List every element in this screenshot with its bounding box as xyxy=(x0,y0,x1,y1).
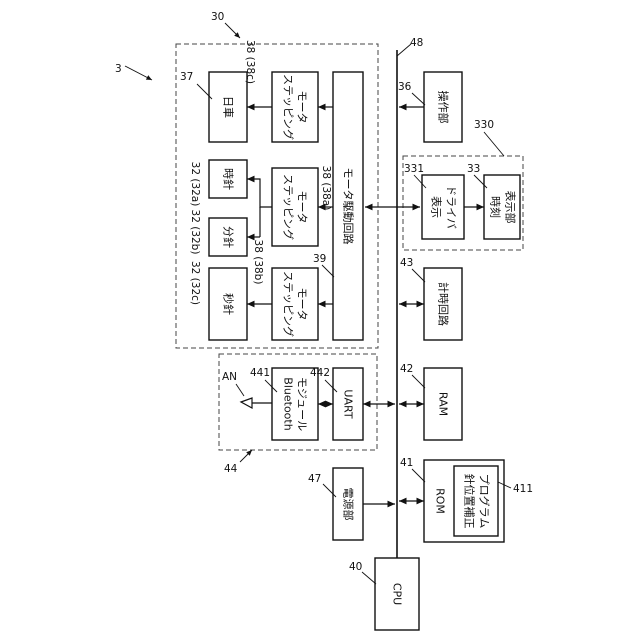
time-display-label2: 表示部 xyxy=(504,191,518,224)
stepper-b-ref: 38 (38b) xyxy=(252,240,264,285)
display-unit-lead xyxy=(484,132,504,156)
cpu-lead xyxy=(362,572,376,584)
cpu-ref: 40 xyxy=(349,561,362,573)
comm-unit-ref: 44 xyxy=(224,463,238,475)
program-label1: 針位置補正 xyxy=(463,474,477,529)
minute-hand-label: 分針 xyxy=(222,226,236,248)
ram-lead xyxy=(412,375,425,388)
program-ref: 411 xyxy=(513,483,533,495)
stepper-b-label2: モータ xyxy=(296,288,309,321)
stepper-c-ref: 38 (38c) xyxy=(244,40,256,84)
cpu-label: CPU xyxy=(391,583,404,605)
hour-hand-ref: 32 (32a) xyxy=(189,162,201,207)
program-label2: プログラム xyxy=(478,474,492,529)
motor-driver-lead xyxy=(322,265,334,277)
date-wheel-label: 日車 xyxy=(222,96,236,118)
motor-driver-ref: 39 xyxy=(313,253,326,265)
stepper-b-label1: ステッピング xyxy=(282,271,296,337)
watch-unit-arrow xyxy=(225,23,240,38)
wire-stepper-a-to-hour xyxy=(247,179,272,207)
rom-lead xyxy=(412,469,425,482)
bluetooth-ref: 441 xyxy=(250,367,270,379)
display-driver-label2: ドライバ xyxy=(445,185,458,229)
operation-lead xyxy=(412,93,425,105)
stepper-a-ref: 38 (38a) xyxy=(320,166,332,211)
second-hand-ref: 32 (32c) xyxy=(189,261,201,305)
stepper-c-label1: ステッピング xyxy=(282,74,296,140)
system-ref-arrow xyxy=(125,66,152,80)
operation-label: 操作部 xyxy=(437,91,451,124)
second-hand-label: 秒針 xyxy=(222,293,236,315)
watch-unit-ref: 30 xyxy=(211,11,224,23)
timer-ref: 43 xyxy=(400,257,413,269)
antenna-lead xyxy=(236,384,244,396)
hour-hand-label: 時針 xyxy=(222,168,236,190)
ram-ref: 42 xyxy=(400,363,413,375)
ram-label: RAM xyxy=(437,392,450,416)
bluetooth-label2: モジュール xyxy=(296,377,309,431)
system-ref: 3 xyxy=(115,63,122,75)
bluetooth-label1: Bluetooth xyxy=(282,377,295,430)
rom-ref: 41 xyxy=(400,457,413,469)
time-display-ref: 33 xyxy=(467,163,480,175)
comm-unit-arrow xyxy=(240,450,252,462)
rom-label: ROM xyxy=(434,488,447,514)
stepper-c-label2: モータ xyxy=(296,91,309,124)
power-label: 電源部 xyxy=(342,488,356,521)
minute-hand-ref: 32 (32b) xyxy=(189,210,201,255)
timer-lead xyxy=(412,269,425,282)
bus-ref-lead xyxy=(397,44,411,56)
stepper-a-label1: ステッピング xyxy=(282,174,296,240)
antenna-label: AN xyxy=(222,371,237,383)
operation-ref: 36 xyxy=(398,81,412,93)
time-display-label1: 時刻 xyxy=(489,196,503,218)
power-ref: 47 xyxy=(308,473,321,485)
timer-label: 計時回路 xyxy=(437,282,451,326)
bus-ref: 48 xyxy=(410,37,423,49)
stepper-a-label2: モータ xyxy=(296,191,309,224)
uart-ref: 442 xyxy=(310,367,330,379)
display-driver-label1: 表示 xyxy=(430,196,444,218)
display-driver-ref: 331 xyxy=(404,163,424,175)
display-unit-ref: 330 xyxy=(474,119,494,131)
antenna-icon xyxy=(241,398,252,408)
date-wheel-ref: 37 xyxy=(180,71,193,83)
motor-driver-label: モータ駆動回路 xyxy=(342,168,356,245)
uart-label: UART xyxy=(342,389,355,418)
